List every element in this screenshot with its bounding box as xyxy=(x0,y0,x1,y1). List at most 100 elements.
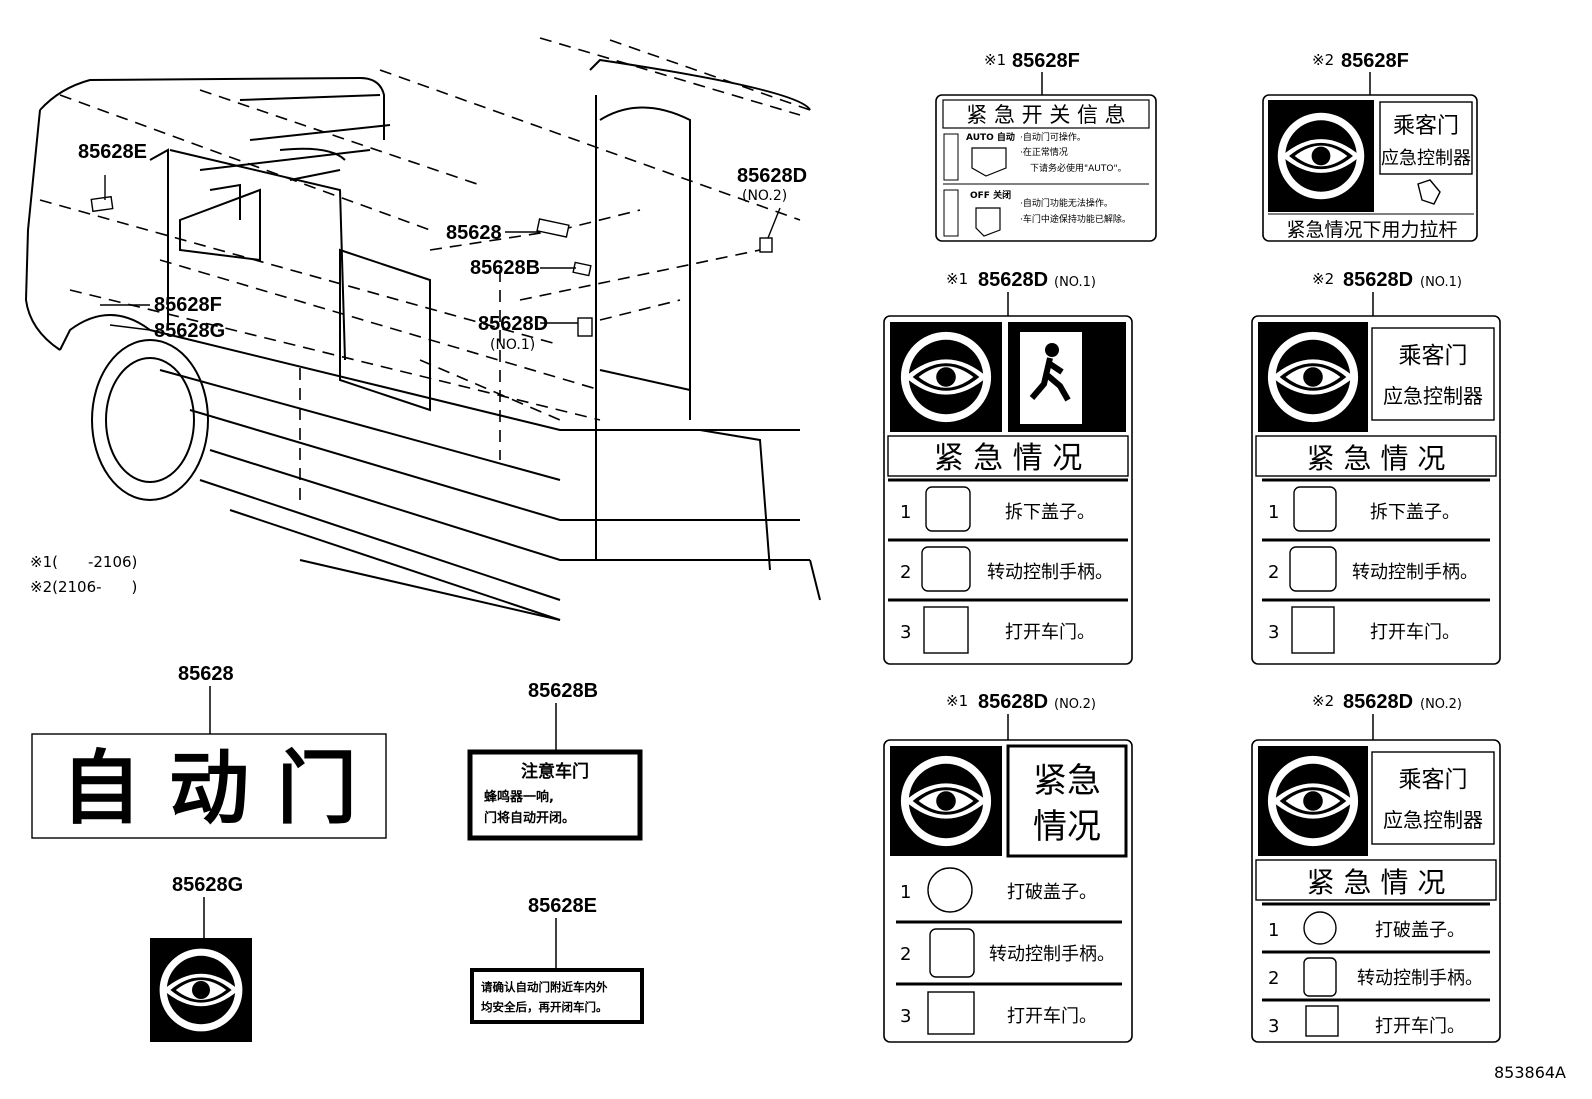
step-text: 转动控制手柄。 xyxy=(987,562,1113,583)
step-text: 拆下盖子。 xyxy=(1370,502,1460,523)
part-number: 85628 xyxy=(178,663,234,685)
label-85628d-no2-2: ※2 85628D (NO.2) 乘客门 应急控制器 紧 急 情 况 1 2 3… xyxy=(1251,691,1501,1043)
door-open-icon xyxy=(923,606,969,654)
step-text: 打开车门。 xyxy=(1370,622,1460,643)
callout-85628d-no1: 85628D xyxy=(478,313,548,335)
part-number: 85628D xyxy=(1343,269,1413,291)
step-number: 3 xyxy=(1268,622,1279,643)
hand-cover-icon xyxy=(925,486,971,532)
step-number: 2 xyxy=(900,562,911,583)
switch-off-icon xyxy=(975,207,1001,237)
auto-line: ·在正常情况 xyxy=(1020,146,1068,158)
part-number: 85628F xyxy=(1341,50,1409,72)
diagram-id: 853864A xyxy=(1494,1063,1566,1082)
hand-handle-icon xyxy=(1289,546,1337,592)
no-tag: (NO.1) xyxy=(1054,275,1096,290)
label-85628f-2: ※2 85628F 乘客门 应急控制器 紧急情况下用力拉杆 xyxy=(1262,50,1478,242)
callout-no1: (NO.1) xyxy=(490,337,535,353)
no-tag: (NO.2) xyxy=(1054,697,1096,712)
label-line: 乘客门 xyxy=(1399,767,1468,793)
label-line: 情况 xyxy=(1033,807,1101,847)
callout-85628b: 85628B xyxy=(470,257,540,279)
off-line: ·车门中途保持功能已解除。 xyxy=(1020,213,1131,225)
step-text: 打开车门。 xyxy=(1007,1006,1097,1027)
switch-auto-icon xyxy=(971,147,1007,177)
callout-85628: 85628 xyxy=(446,222,502,244)
step-text: 打开车门。 xyxy=(1375,1016,1465,1037)
callout-85628e: 85628E xyxy=(78,141,147,163)
break-cover-icon xyxy=(927,867,973,913)
no-tag: (NO.2) xyxy=(1420,697,1462,712)
mark: ※2 xyxy=(1312,270,1334,288)
mark: ※2 xyxy=(1312,692,1334,710)
label-line: 请确认自动门附近车内外 xyxy=(481,980,608,994)
step-number: 1 xyxy=(900,502,911,523)
off-line: ·自动门功能无法操作。 xyxy=(1020,197,1113,209)
callout-85628d-no2: 85628D xyxy=(737,165,807,187)
label-85628g: 85628G xyxy=(150,874,252,1042)
callout-85628g: 85628G xyxy=(154,320,225,342)
step-text: 转动控制手柄。 xyxy=(989,944,1115,965)
step-number: 1 xyxy=(1268,502,1279,523)
part-number: 85628F xyxy=(1012,50,1080,72)
callout-85628f: 85628F xyxy=(154,294,222,316)
label-85628d-no1-2: ※2 85628D (NO.1) 乘客门 应急控制器 紧 急 情 况 1 2 3… xyxy=(1251,269,1501,665)
label-85628f-1: ※1 85628F 紧 急 开 关 信 息 AUTO 自动 OFF 关闭 ·自动… xyxy=(935,50,1157,242)
label-line: 蜂鸣器一响, xyxy=(484,789,554,805)
step-number: 2 xyxy=(1268,562,1279,583)
label-line: 应急控制器 xyxy=(1383,384,1483,408)
door-open-icon xyxy=(1305,1005,1339,1037)
eye-icon xyxy=(1267,331,1359,423)
label-heading: 紧 急 情 况 xyxy=(934,441,1083,476)
hand-cover-icon xyxy=(1293,486,1337,532)
step-text: 转动控制手柄。 xyxy=(1352,562,1478,583)
mark: ※2 xyxy=(1312,51,1334,69)
step-number: 2 xyxy=(1268,968,1279,989)
hand-handle-icon xyxy=(921,546,971,592)
label-line: 乘客门 xyxy=(1399,343,1468,369)
step-text: 拆下盖子。 xyxy=(1005,502,1095,523)
callout-leaders xyxy=(100,175,781,331)
label-line: 门将自动开闭。 xyxy=(484,810,575,826)
step-text: 打破盖子。 xyxy=(1007,882,1097,903)
eye-icon xyxy=(1267,755,1359,847)
mark: ※1 xyxy=(946,270,968,288)
step-text: 打破盖子。 xyxy=(1375,920,1465,941)
label-line: 乘客门 xyxy=(1393,114,1459,139)
step-number: 3 xyxy=(900,622,911,643)
label-85628: 85628 自 动 门 xyxy=(31,663,387,839)
sticker-marks xyxy=(90,195,773,337)
label-heading: 紧 急 情 况 xyxy=(1307,866,1446,899)
label-text: 自 动 门 xyxy=(61,742,357,835)
step-number: 3 xyxy=(900,1006,911,1027)
label-line: 紧急 xyxy=(1033,761,1101,801)
break-cover-icon xyxy=(1303,911,1337,945)
door-open-icon xyxy=(927,991,975,1035)
step-number: 2 xyxy=(900,944,911,965)
step-number: 1 xyxy=(1268,920,1279,941)
handle-icon xyxy=(929,928,975,978)
part-number: 85628G xyxy=(172,874,243,896)
step-number: 3 xyxy=(1268,1016,1279,1037)
eye-icon xyxy=(1277,112,1365,200)
step-number: 1 xyxy=(900,882,911,903)
label-85628d-no1-1: ※1 85628D (NO.1) 紧 急 情 况 1 2 3 拆下盖子。 转动控… xyxy=(883,269,1133,665)
step-text: 转动控制手柄。 xyxy=(1357,968,1483,989)
label-85628e: 85628E 请确认自动门附近车内外 均安全后，再开闭车门。 xyxy=(470,895,644,1024)
label-title: 注意车门 xyxy=(521,761,589,782)
auto-line: ·自动门可操作。 xyxy=(1020,131,1086,143)
label-title: 紧 急 开 关 信 息 xyxy=(966,103,1125,127)
no-tag: (NO.1) xyxy=(1420,275,1462,290)
label-line: 应急控制器 xyxy=(1381,148,1471,169)
auto-tag: AUTO 自动 xyxy=(966,131,1015,143)
label-line: 应急控制器 xyxy=(1383,808,1483,832)
label-85628b: 85628B 注意车门 蜂鸣器一响, 门将自动开闭。 xyxy=(467,680,643,841)
callout-no2: (NO.2) xyxy=(742,188,787,204)
part-number: 85628D xyxy=(1343,691,1413,713)
eye-icon xyxy=(900,755,992,847)
label-line: 均安全后，再开闭车门。 xyxy=(481,1000,608,1014)
eye-icon xyxy=(159,948,243,1032)
step-text: 打开车门。 xyxy=(1005,622,1095,643)
handle-icon xyxy=(1303,957,1337,997)
